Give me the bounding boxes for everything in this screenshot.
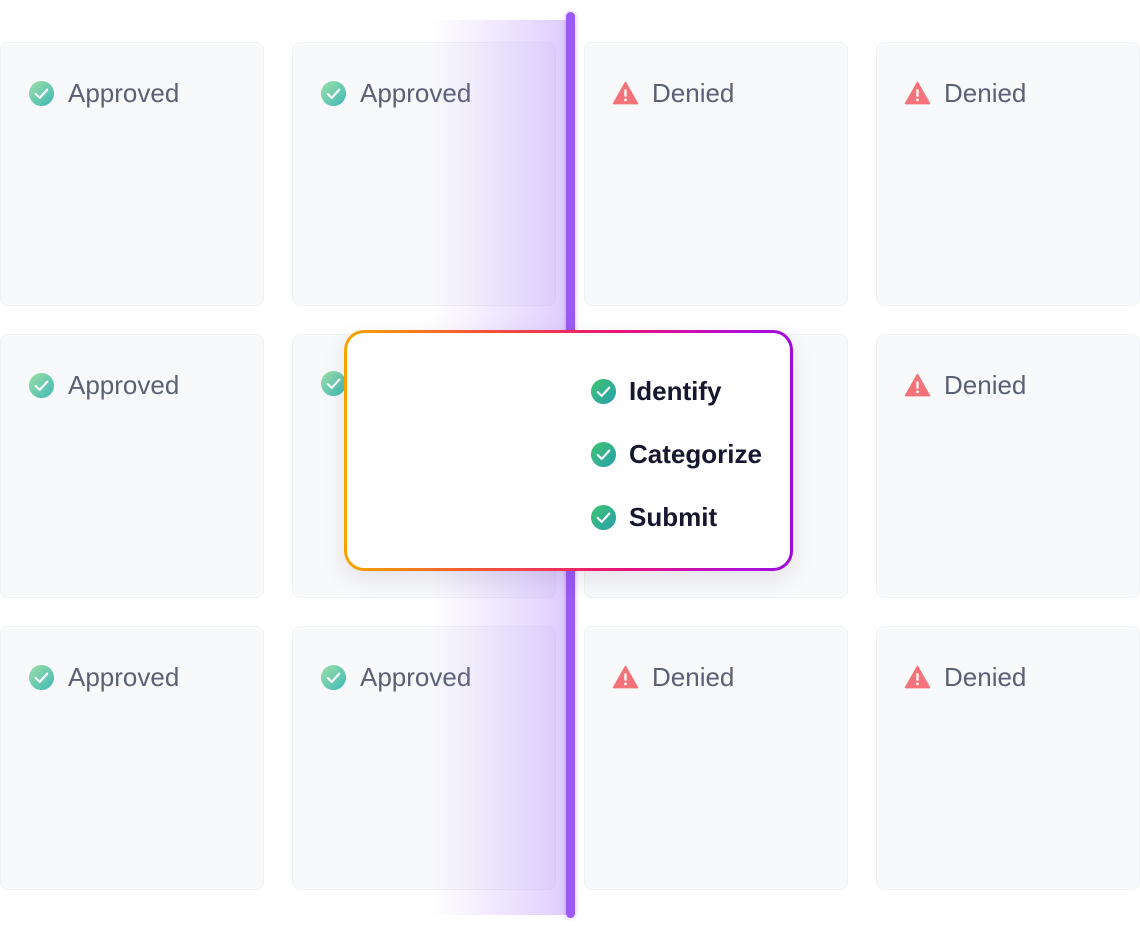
workflow-popup-body: Identify Categorize Submit: [347, 333, 790, 568]
check-circle-icon: [28, 664, 55, 691]
status-label: Approved: [68, 78, 180, 108]
step-label: Identify: [629, 375, 722, 406]
warning-triangle-icon: [904, 81, 931, 105]
status-denied: Denied: [904, 370, 1026, 401]
step-categorize: Categorize: [590, 436, 762, 472]
warning-triangle-icon: [904, 665, 931, 689]
check-circle-icon: [590, 504, 617, 530]
warning-triangle-icon: [612, 81, 639, 105]
review-card[interactable]: Approved: [0, 626, 264, 890]
review-card[interactable]: Approved: [292, 626, 556, 890]
status-approved: Approved: [28, 662, 179, 693]
status-label: Denied: [944, 78, 1027, 108]
review-card[interactable]: Denied: [876, 334, 1140, 598]
status-approved: Approved: [320, 662, 471, 693]
check-circle-icon: [320, 370, 347, 397]
review-card[interactable]: Denied: [584, 626, 848, 890]
warning-triangle-icon: [904, 373, 931, 397]
status-approved: [320, 370, 360, 397]
status-label: Denied: [652, 662, 735, 692]
check-circle-icon: [28, 80, 55, 107]
status-approved: Approved: [28, 78, 179, 109]
step-submit: Submit: [590, 499, 762, 535]
status-approved: Approved: [320, 78, 471, 109]
status-approved: Approved: [28, 370, 179, 401]
status-denied: Denied: [904, 78, 1026, 109]
review-card[interactable]: Denied: [876, 626, 1140, 890]
step-identify: Identify: [590, 373, 762, 409]
review-card[interactable]: Denied: [876, 42, 1140, 306]
step-label: Submit: [629, 501, 718, 532]
workflow-popup: Identify Categorize Submit: [344, 330, 793, 571]
check-circle-icon: [28, 372, 55, 399]
warning-triangle-icon: [612, 665, 639, 689]
step-label: Categorize: [629, 438, 762, 469]
status-denied: Denied: [904, 662, 1026, 693]
status-label: Denied: [944, 370, 1027, 400]
check-circle-icon: [590, 378, 617, 404]
status-denied: Denied: [612, 78, 734, 109]
status-label: Approved: [360, 662, 472, 692]
review-card[interactable]: Approved: [292, 42, 556, 306]
status-label: Approved: [360, 78, 472, 108]
status-label: Approved: [68, 370, 180, 400]
status-denied: Denied: [612, 662, 734, 693]
review-card[interactable]: Denied: [584, 42, 848, 306]
check-circle-icon: [590, 441, 617, 467]
workflow-steps: Identify Categorize Submit: [590, 373, 762, 562]
check-circle-icon: [320, 664, 347, 691]
status-label: Approved: [68, 662, 180, 692]
status-label: Denied: [652, 78, 735, 108]
review-card[interactable]: Approved: [0, 334, 264, 598]
status-label: Denied: [944, 662, 1027, 692]
check-circle-icon: [320, 80, 347, 107]
review-card[interactable]: Approved: [0, 42, 264, 306]
